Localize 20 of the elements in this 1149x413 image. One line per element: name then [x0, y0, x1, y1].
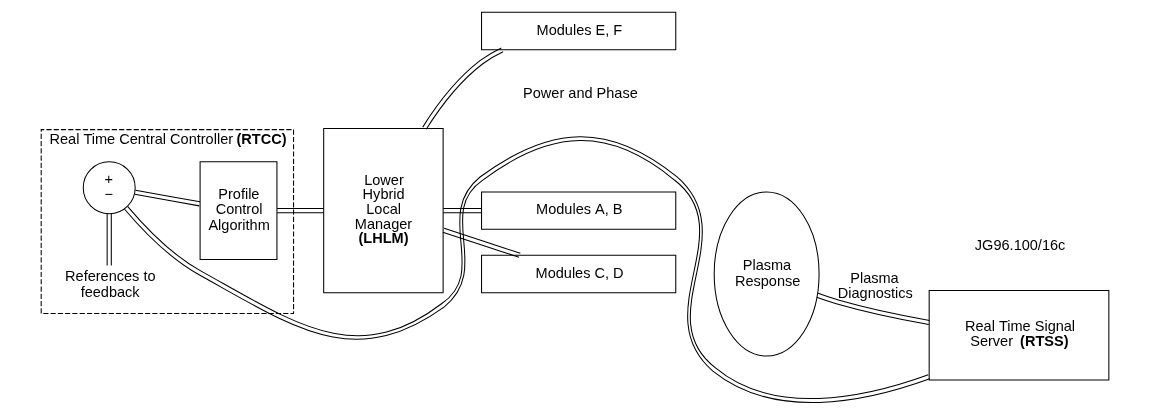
node-box: Modules C, D: [481, 254, 677, 294]
label: JG96.100/16c: [974, 236, 1066, 253]
node-box: Profile Control Algorithm: [199, 161, 278, 260]
label: Power and Phase: [523, 85, 638, 102]
connector: [442, 227, 521, 258]
connector: [134, 189, 201, 207]
connector: [106, 213, 112, 267]
node-box: Modules A, B: [481, 191, 677, 230]
node-ellipse: Plasma Response: [713, 191, 820, 357]
node-box: Modules E, F: [481, 11, 677, 51]
node-text: References to feedback: [65, 268, 156, 301]
node-box: Lower Hybrid Local Manager (LHLM): [323, 128, 444, 294]
connector: [276, 208, 325, 214]
edge-label: Plasma Diagnostics: [837, 269, 913, 302]
connector: [123, 136, 931, 403]
node-box: Real Time Signal Server (RTSS): [928, 290, 1110, 381]
node-circle: + −: [82, 161, 136, 215]
connector: [442, 208, 482, 214]
connector: [816, 292, 931, 326]
connector: [422, 47, 504, 130]
